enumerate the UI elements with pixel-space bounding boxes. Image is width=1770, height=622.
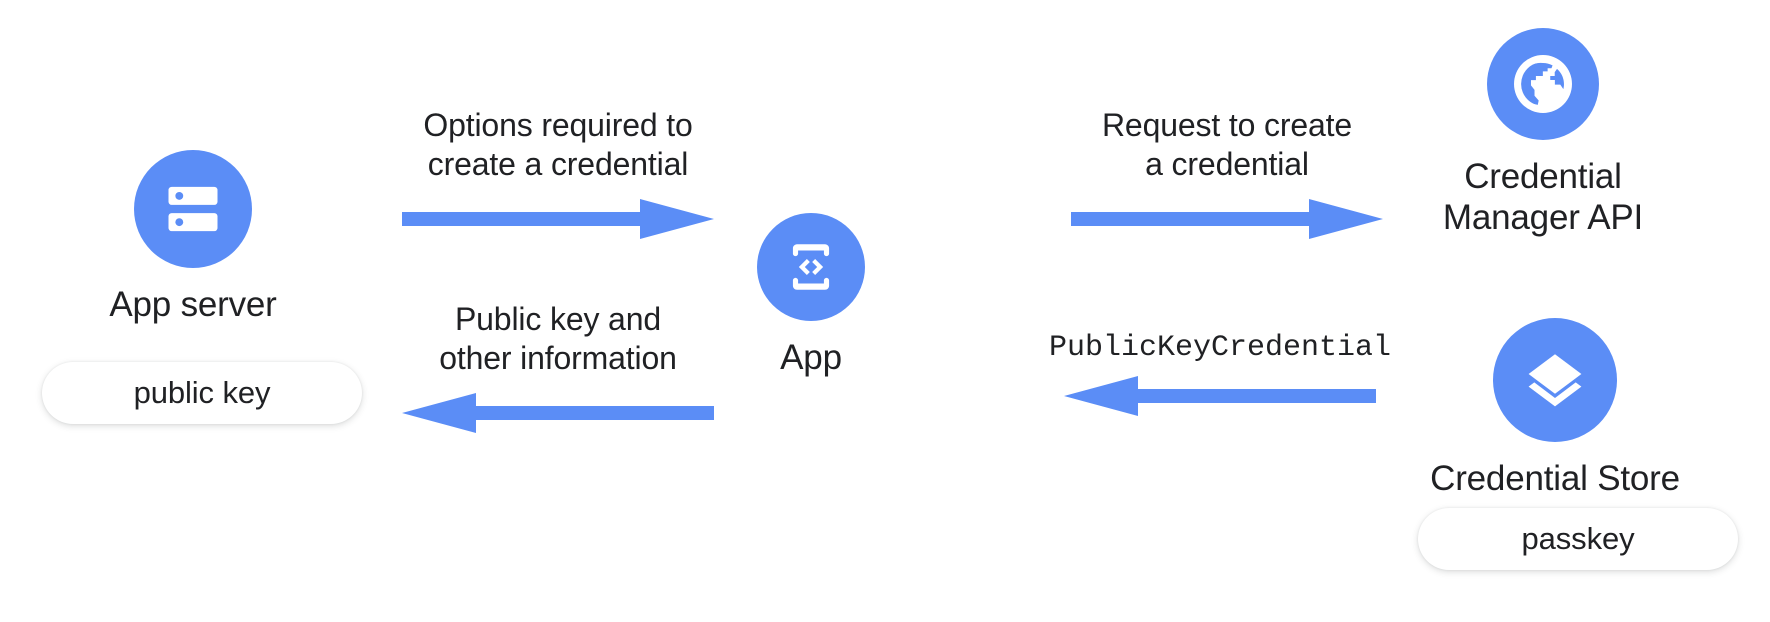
globe-icon: [1487, 28, 1599, 140]
node-credential-store: Credential Store: [1430, 318, 1680, 499]
node-credential-manager-api: Credential Manager API: [1408, 28, 1678, 239]
flow-request-to-create: Request to create a credential: [1062, 106, 1392, 242]
badge-public-key-text: public key: [133, 375, 271, 410]
server-icon: [134, 150, 252, 268]
badge-passkey-text: passkey: [1521, 521, 1635, 556]
node-label-app-server: App server: [109, 285, 277, 324]
mobile-code-icon: [757, 213, 865, 321]
node-app: App: [716, 213, 906, 378]
badge-passkey: passkey: [1418, 508, 1738, 570]
flow-label-public-key-credential: PublicKeyCredential: [1048, 331, 1392, 365]
flow-public-key-credential: PublicKeyCredential: [1040, 330, 1400, 419]
layers-icon: [1493, 318, 1617, 442]
badge-public-key: public key: [42, 362, 362, 424]
flow-label-options-required: Options required to create a credential: [423, 107, 693, 183]
flow-label-request-to-create: Request to create a credential: [1101, 107, 1353, 183]
node-label-app: App: [780, 338, 842, 377]
arrow-left-public-key: [402, 393, 714, 434]
arrow-left-public-key-credential: [1064, 375, 1376, 416]
arrow-right-options: [402, 199, 714, 240]
flow-options-required: Options required to create a credential: [398, 106, 718, 242]
node-label-credential-manager-api: Credential Manager API: [1442, 157, 1644, 238]
flow-label-public-key-and-other-information: Public key and other information: [439, 301, 677, 377]
node-label-credential-store: Credential Store: [1430, 459, 1680, 498]
flow-public-key-and-other-information: Public key and other information: [402, 300, 714, 436]
node-app-server: App server: [78, 150, 308, 325]
arrow-right-request: [1071, 199, 1383, 240]
